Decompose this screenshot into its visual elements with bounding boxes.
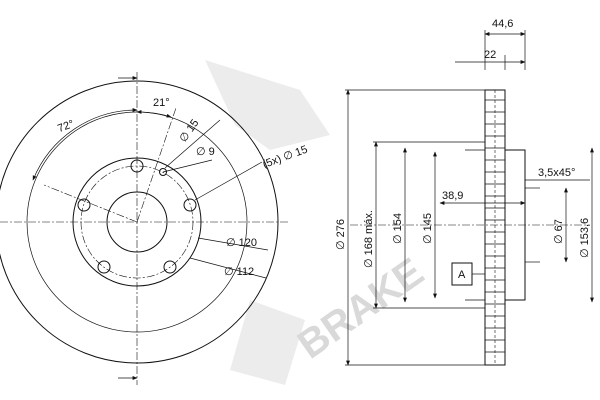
angle-21-arc <box>136 109 172 118</box>
dia-120-label: ∅ 120 <box>226 237 257 249</box>
leader-bolt-holes <box>194 161 263 201</box>
watermark-logo-shape-2 <box>230 300 305 385</box>
angle-72-arc <box>32 108 138 181</box>
angle-72-label: 72° <box>56 118 76 135</box>
chamfer-label: 3,5x45° <box>538 167 575 179</box>
dim-67-label: ∅ 67 <box>553 219 565 244</box>
dim-145-label: ∅ 145 <box>422 213 434 244</box>
dim-154-label: ∅ 154 <box>392 213 404 244</box>
watermark-logo-shape <box>205 60 330 150</box>
bolt-hole <box>77 198 91 212</box>
dim-168-label: ∅ 168 máx. <box>363 210 375 268</box>
dia-9-label: ∅ 9 <box>196 146 215 158</box>
dim-44-6-label: 44,6 <box>492 18 513 30</box>
detail-a-label: A <box>458 269 466 281</box>
watermark-text: BRAKE <box>290 250 432 368</box>
pcd-angle-line <box>43 184 138 223</box>
bolt-hole <box>183 198 197 212</box>
dim-153-6-label: ∅ 153,6 <box>579 218 591 258</box>
vent-fins <box>485 99 505 353</box>
leader-dia-112 <box>189 257 267 279</box>
bolt-hole <box>163 260 177 274</box>
hole-angle-line <box>136 107 177 223</box>
dim-22-label: 22 <box>484 49 496 61</box>
side-view: 44,6 22 ∅ 276 ∅ 168 máx. ∅ 154 ∅ 145 38,… <box>335 18 594 366</box>
leader-dia-120 <box>197 237 269 251</box>
bolt-hole <box>97 260 111 274</box>
front-view: 72° 21° ∅ 15 ∅ 9 (5x) ∅ 15 ∅ 120 ∅ 112 <box>0 72 309 385</box>
leader-dia-9 <box>162 159 213 173</box>
angle-21-label: 21° <box>153 97 170 109</box>
locating-pin-hole <box>159 168 167 176</box>
dim-276-label: ∅ 276 <box>335 219 347 250</box>
leader-dia-15 <box>164 119 221 169</box>
dim-38-9-label: 38,9 <box>442 190 463 202</box>
